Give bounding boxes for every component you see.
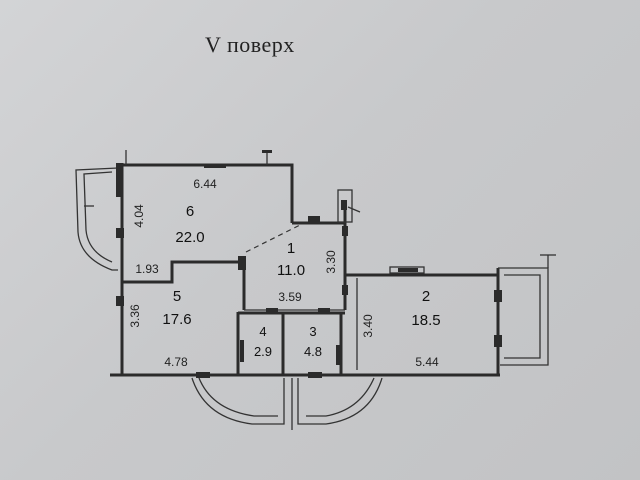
room-1-area: 11.0: [277, 262, 305, 279]
dimension-label: 3.30: [324, 250, 338, 274]
dimension-label: 5.44: [415, 355, 439, 369]
dimension-label: 3.36: [128, 304, 142, 328]
dimension-label: 3.40: [361, 314, 375, 338]
left-balcony: [75, 167, 119, 271]
dimension-label: 6.44: [193, 177, 217, 191]
room-6-number: 6: [186, 203, 194, 220]
fixtures: [116, 150, 556, 378]
room-labels: 6 22.0 1 11.0 5 17.6 2 18.5 4 2.9 3 4.8: [162, 203, 440, 359]
dimension-labels: 6.44 4.04 1.93 3.30 3.59 3.36 3.40 4.78 …: [128, 177, 439, 369]
dimension-label: 1.93: [135, 262, 159, 276]
dimension-label: 3.59: [278, 290, 302, 304]
floor-title: V поверх: [205, 32, 295, 57]
dimension-label: 4.04: [132, 204, 146, 228]
room-2-number: 2: [422, 288, 430, 305]
room-5-area: 17.6: [162, 311, 191, 328]
room-4-number: 4: [259, 324, 266, 339]
room-4-area: 2.9: [254, 344, 272, 359]
room-5-number: 5: [173, 288, 181, 305]
dimension-label: 4.78: [164, 355, 188, 369]
room-1-number: 1: [287, 240, 295, 257]
room-6-area: 22.0: [175, 229, 204, 246]
bottom-balcony: [191, 377, 383, 430]
room-2-area: 18.5: [411, 312, 440, 329]
room-3-area: 4.8: [304, 344, 322, 359]
room-3-number: 3: [309, 324, 316, 339]
right-balcony: [498, 267, 549, 366]
